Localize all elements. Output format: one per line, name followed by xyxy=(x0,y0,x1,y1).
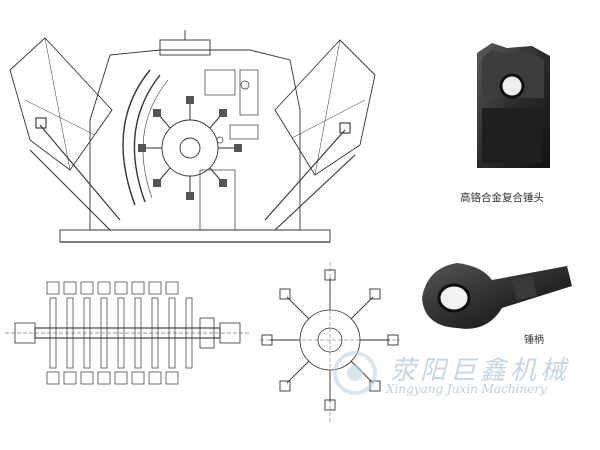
right-hopper xyxy=(274,39,376,176)
watermark-chinese: 荥阳巨鑫机械 xyxy=(390,356,571,386)
rotor-front-view-drawing xyxy=(260,262,400,422)
rotor-discs xyxy=(49,297,193,369)
left-hopper xyxy=(9,37,113,171)
adjustment-rods xyxy=(29,117,356,231)
rotor xyxy=(138,96,242,200)
housing xyxy=(59,30,331,243)
gear-blocks xyxy=(199,69,259,231)
hammer-row-bottom xyxy=(46,371,179,385)
hammer-handle-caption: 锤柄 xyxy=(524,335,544,346)
impact-liner xyxy=(122,69,169,206)
hammer-handle-photo xyxy=(422,263,572,329)
hammer-head-photo xyxy=(477,43,550,168)
crusher-cross-section-drawing xyxy=(9,30,376,243)
watermark-english: Xingyang Juxin Machinery xyxy=(386,382,547,396)
company-logo-icon xyxy=(333,351,377,395)
hammer-head-caption: 高铬合金复合锤头 xyxy=(460,192,544,204)
rotor-side-view-drawing xyxy=(5,281,250,385)
hammer-row-top xyxy=(46,281,179,295)
